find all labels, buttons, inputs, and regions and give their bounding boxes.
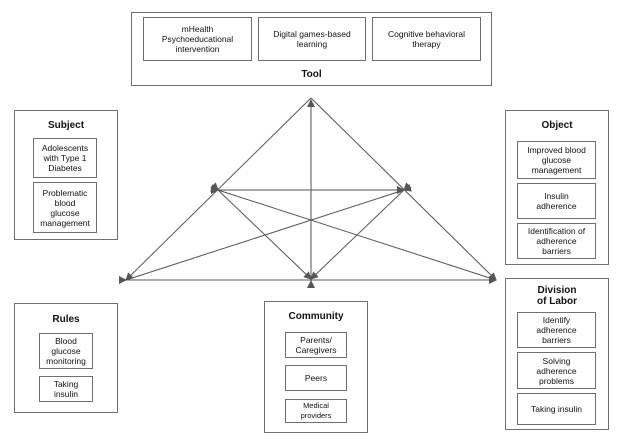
tool-item-cbt: Cognitive behavioral therapy [372, 17, 481, 61]
division-panel: Division of Labor Identify adherence bar… [505, 278, 609, 430]
tool-title: Tool [301, 69, 322, 80]
subject-item-problematic: Problematic blood glucose management [33, 182, 97, 233]
community-item-medical: Medical providers [285, 399, 347, 423]
object-title: Object [541, 120, 573, 131]
division-item-identify: Identify adherence barriers [517, 312, 596, 348]
edge-inner-right-bottom [310, 182, 412, 280]
subject-panel: Subject Adolescents with Type 1 Diabetes… [14, 110, 118, 240]
community-item-parents: Parents/ Caregivers [285, 332, 347, 358]
tool-item-mhealth: mHealth Psychoeducational intervention [143, 17, 252, 61]
edge-cross-left [210, 184, 497, 281]
tool-item-digital-games: Digital games-based learning [258, 17, 366, 61]
tool-panel: mHealth Psychoeducational intervention D… [131, 12, 492, 86]
object-item-identification: Identification of adherence barriers [517, 223, 596, 259]
division-item-taking-insulin: Taking insulin [517, 393, 596, 425]
rules-item-monitoring: Blood glucose monitoring [39, 333, 93, 369]
community-title: Community [288, 311, 344, 322]
division-title: Division of Labor [537, 285, 577, 307]
division-item-solving: Solving adherence problems [517, 352, 596, 389]
rules-item-taking-insulin: Taking insulin [39, 376, 93, 402]
rules-panel: Rules Blood glucose monitoring Taking in… [14, 303, 118, 413]
edge-inner-left-bottom [210, 182, 312, 280]
community-item-peers: Peers [285, 365, 347, 391]
subject-title: Subject [47, 120, 85, 131]
community-panel: Community Parents/ Caregivers Peers Medi… [264, 301, 368, 433]
subject-item-adolescents: Adolescents with Type 1 Diabetes [33, 138, 97, 178]
object-panel: Object Improved blood glucose management… [505, 110, 609, 265]
object-item-insulin-adherence: Insulin adherence [517, 183, 596, 219]
object-item-improved: Improved blood glucose management [517, 141, 596, 179]
edge-cross-right [125, 184, 412, 281]
rules-title: Rules [52, 314, 80, 325]
